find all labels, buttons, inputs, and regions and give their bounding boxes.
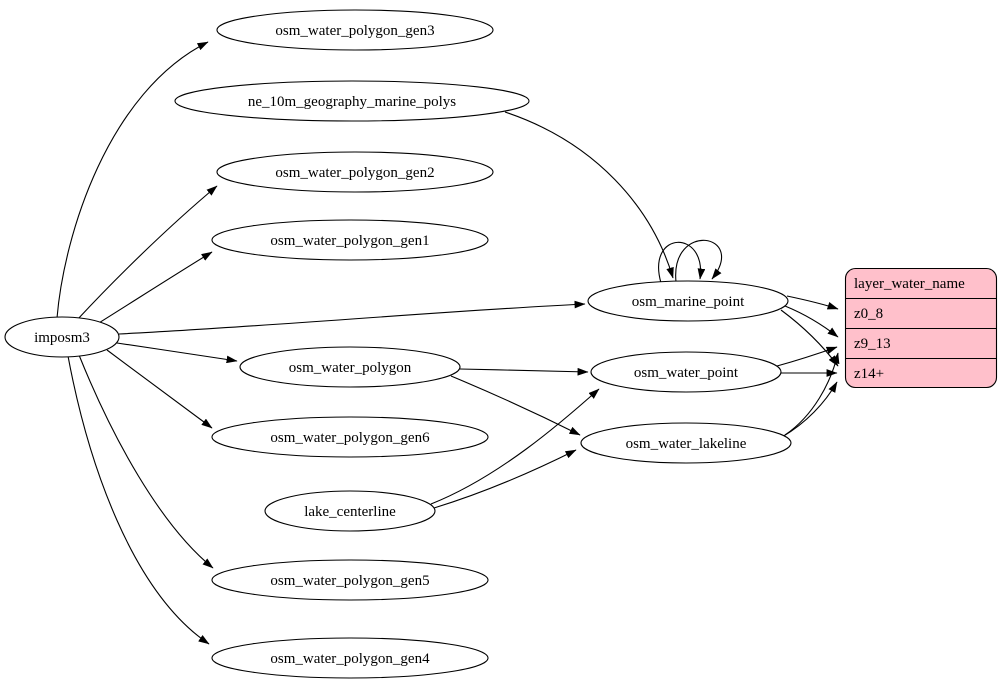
node-ellipse (580, 422, 792, 464)
edge-osm-marine-point-self-loop-inner (658, 241, 706, 284)
edge-ne-10m-geography-marine-polys-to-osm-marine-point (504, 111, 674, 279)
edge-imposm3-to-osm-water-polygon-gen5 (78, 354, 214, 569)
node-label: osm_water_polygon_gen4 (270, 651, 430, 667)
node-ellipse (587, 280, 789, 322)
edge-osm-marine-point-to-z0-8 (786, 295, 839, 310)
node-ellipse (590, 351, 782, 393)
node-label: osm_water_polygon_gen1 (270, 233, 429, 249)
node-label: osm_water_lakeline (626, 436, 747, 452)
node-label: osm_water_polygon_gen2 (275, 165, 434, 181)
node-ellipse (211, 637, 489, 679)
node-osm-water-polygon-gen4: osm_water_polygon_gen4 (211, 637, 489, 679)
node-osm-water-polygon-gen5: osm_water_polygon_gen5 (211, 559, 489, 601)
node-osm-water-polygon-gen2: osm_water_polygon_gen2 (216, 151, 494, 193)
edge-osm-marine-point-to-z9-13 (784, 305, 839, 338)
edge-imposm3-to-osm-water-polygon-gen2 (76, 185, 218, 321)
node-ellipse (264, 490, 436, 532)
edge-osm-water-lakeline-to-z9-13 (784, 352, 840, 436)
record-row-z9-13: z9_13 (854, 336, 891, 352)
node-osm-water-polygon-gen1: osm_water_polygon_gen1 (211, 219, 489, 261)
node-imposm3: imposm3 (4, 316, 120, 358)
node-osm-water-point: osm_water_point (590, 351, 782, 393)
record-title: layer_water_name (854, 276, 965, 292)
node-ellipse (174, 80, 530, 122)
node-osm-water-polygon: osm_water_polygon (239, 346, 461, 388)
edge-imposm3-to-osm-water-polygon-gen6 (106, 349, 213, 429)
edge-imposm3-to-osm-water-polygon-gen1 (93, 251, 213, 327)
node-ellipse (216, 9, 494, 51)
node-ellipse (211, 416, 489, 458)
node-ellipse (239, 346, 461, 388)
node-label: osm_water_polygon_gen3 (275, 23, 434, 39)
node-ellipse (4, 316, 120, 358)
edge-lake-centerline-to-osm-water-lakeline (433, 449, 577, 509)
node-label: osm_water_polygon (289, 360, 412, 376)
edge-imposm3-to-osm-water-polygon (116, 342, 238, 364)
node-label: osm_water_polygon_gen5 (270, 573, 429, 589)
record-row-z14: z14+ (854, 366, 884, 382)
node-osm-water-lakeline: osm_water_lakeline (580, 422, 792, 464)
node-ellipse (211, 559, 489, 601)
node-label: osm_water_point (634, 365, 739, 381)
edge-lake-centerline-to-osm-water-point (430, 388, 600, 505)
node-label: osm_water_polygon_gen6 (270, 430, 430, 446)
node-lake-centerline: lake_centerline (264, 490, 436, 532)
edges (56, 41, 840, 645)
node-label: osm_marine_point (632, 294, 745, 310)
edge-osm-water-point-to-z9-13 (776, 346, 838, 367)
node-label: ne_10m_geography_marine_polys (248, 94, 456, 110)
node-ne-10m-geography-marine-polys: ne_10m_geography_marine_polys (174, 80, 530, 122)
edge-imposm3-to-osm-water-polygon-gen3 (56, 41, 209, 319)
record-row-z0-8: z0_8 (854, 306, 883, 322)
node-osm-water-polygon-gen3: osm_water_polygon_gen3 (216, 9, 494, 51)
node-osm-water-polygon-gen6: osm_water_polygon_gen6 (211, 416, 489, 458)
node-osm-marine-point: osm_marine_point (587, 280, 789, 322)
edge-osm-water-polygon-to-osm-water-point (459, 367, 589, 376)
node-label: imposm3 (34, 330, 90, 346)
edge-osm-water-lakeline-to-z14 (781, 381, 838, 438)
node-ellipse (216, 151, 494, 193)
node-label: lake_centerline (304, 504, 396, 520)
edge-osm-water-polygon-to-osm-water-lakeline (450, 375, 581, 436)
edge-imposm3-to-osm-water-polygon-gen4 (67, 355, 210, 645)
nodes: osm_water_polygon_gen3 ne_10m_geography_… (4, 9, 792, 679)
edge-osm-marine-point-self-loop-outer (675, 239, 723, 283)
node-ellipse (211, 219, 489, 261)
record-node-layer-water-name: layer_water_name z0_8 z9_13 z14+ (844, 267, 998, 389)
edge-imposm3-to-osm-marine-point (118, 300, 586, 335)
